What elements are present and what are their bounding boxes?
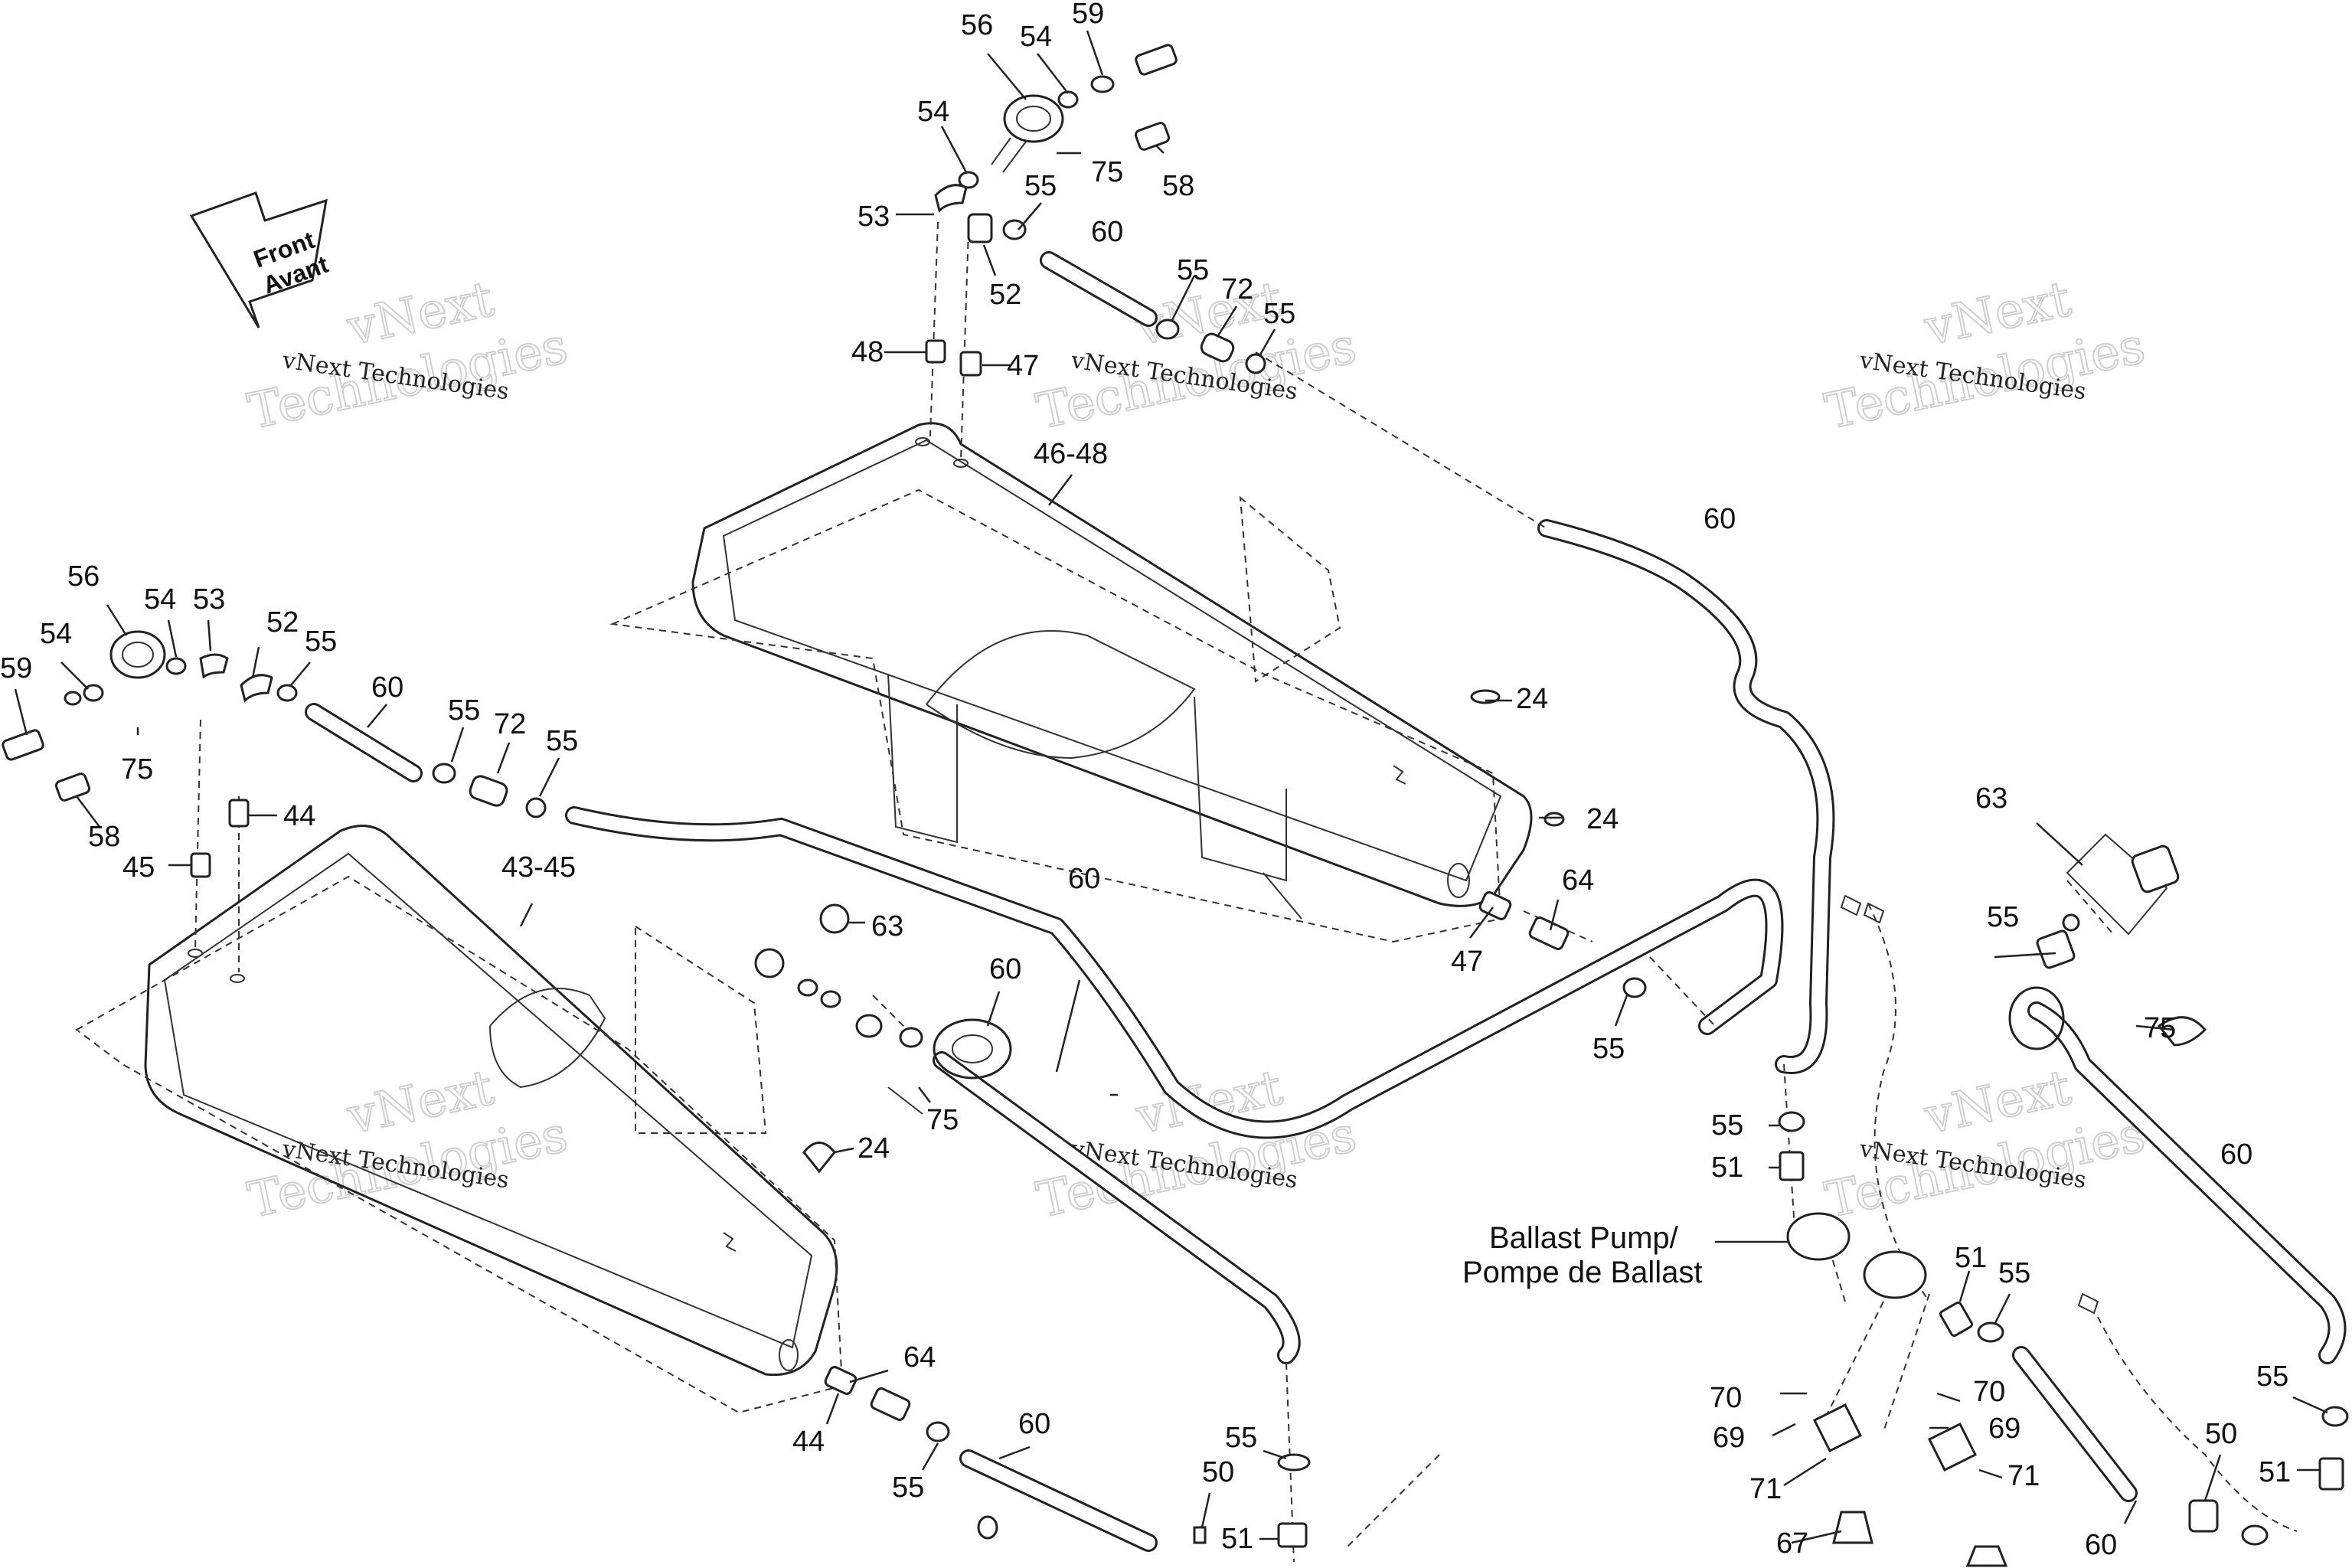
part-label: 45 — [122, 851, 155, 884]
part-label: 56 — [67, 560, 100, 593]
part-label: 24 — [1516, 683, 1548, 715]
part-label: 47 — [1007, 350, 1039, 382]
part-label: 48 — [851, 336, 884, 368]
part-label: 55 — [305, 626, 337, 658]
caption-line-1: Ballast Pump/ — [1489, 1221, 1679, 1255]
part-label: 71 — [1749, 1473, 1782, 1505]
front-direction-arrow-icon: Front Avant — [189, 191, 332, 328]
part-label: 72 — [494, 708, 526, 740]
part-labels: 56 54 59 54 75 58 53 55 60 52 55 72 55 4… — [0, 0, 2291, 1561]
part-label: 51 — [1955, 1242, 1987, 1274]
part-label: 64 — [1562, 864, 1594, 897]
fittings — [2, 44, 2349, 1567]
part-label: 55 — [892, 1472, 924, 1504]
part-label: 50 — [1202, 1456, 1234, 1488]
part-label: 52 — [989, 279, 1021, 311]
part-label: 55 — [1987, 901, 2019, 933]
part-label: 75 — [1091, 156, 1123, 188]
part-label: 60 — [1018, 1408, 1050, 1440]
part-label: 47 — [1451, 946, 1483, 978]
part-label: 53 — [193, 583, 225, 616]
part-label: 55 — [1711, 1109, 1743, 1142]
part-label: 60 — [371, 671, 403, 704]
part-label: 55 — [546, 725, 578, 757]
part-label: 56 — [961, 9, 993, 41]
part-label: 24 — [1586, 803, 1619, 835]
part-label: 55 — [1998, 1257, 2030, 1289]
watermarks: vNext Technologies vNext Technologies vN… — [243, 270, 2151, 1230]
part-label: 55 — [1024, 170, 1057, 202]
part-label: 55 — [448, 694, 480, 727]
part-label: 52 — [266, 606, 299, 639]
part-label: 71 — [2007, 1460, 2040, 1492]
part-label: 55 — [1263, 298, 1295, 330]
part-label: 59 — [1072, 0, 1104, 30]
part-label: 75 — [2144, 1012, 2176, 1044]
part-label: 54 — [1020, 21, 1052, 53]
part-label: 64 — [903, 1341, 936, 1374]
part-label: 75 — [121, 753, 153, 786]
part-label: 60 — [989, 953, 1021, 985]
part-label: 63 — [871, 910, 903, 942]
part-label: 44 — [283, 800, 315, 832]
part-label: 69 — [1988, 1413, 2020, 1445]
part-label: 51 — [1221, 1523, 1253, 1555]
ballast-pump-caption: Ballast Pump/ Pompe de Ballast — [1462, 1221, 1703, 1289]
part-label: 60 — [1091, 216, 1123, 248]
lower-ballast-tank — [75, 825, 844, 1414]
part-label: 67 — [1776, 1527, 1808, 1560]
part-label: 44 — [792, 1426, 825, 1458]
part-label: 46-48 — [1034, 438, 1108, 470]
part-label: 50 — [2205, 1418, 2237, 1450]
part-label: 60 — [1704, 503, 1736, 535]
part-label: 55 — [1592, 1033, 1625, 1065]
part-label: 54 — [917, 96, 949, 128]
part-label: 54 — [144, 583, 176, 616]
part-label: 55 — [1177, 254, 1209, 286]
hoses — [109, 94, 2347, 1552]
part-label: 43-45 — [501, 851, 576, 884]
part-label: 72 — [1221, 273, 1253, 305]
part-label: 51 — [2259, 1456, 2291, 1488]
part-label: 59 — [0, 652, 32, 684]
part-label: 55 — [1225, 1422, 1257, 1454]
caption-line-2: Pompe de Ballast — [1462, 1256, 1703, 1289]
part-label: 75 — [926, 1104, 959, 1136]
part-label: 51 — [1711, 1152, 1743, 1184]
part-label: 58 — [88, 821, 120, 853]
leader-lines — [14, 30, 2328, 1544]
part-label: 53 — [858, 201, 890, 233]
part-label: 70 — [1710, 1382, 1742, 1414]
part-label: 60 — [2085, 1529, 2117, 1561]
part-label: 60 — [1068, 863, 1100, 895]
part-label: 54 — [40, 618, 72, 650]
part-label: 60 — [2220, 1138, 2252, 1171]
part-label: 24 — [858, 1132, 890, 1165]
part-label: 58 — [1162, 170, 1194, 202]
part-label: 69 — [1713, 1422, 1745, 1454]
assembly-lines — [194, 221, 2298, 1563]
part-label: 70 — [1973, 1376, 2005, 1408]
part-label: 55 — [2256, 1361, 2288, 1393]
part-label: 63 — [1975, 782, 2007, 815]
